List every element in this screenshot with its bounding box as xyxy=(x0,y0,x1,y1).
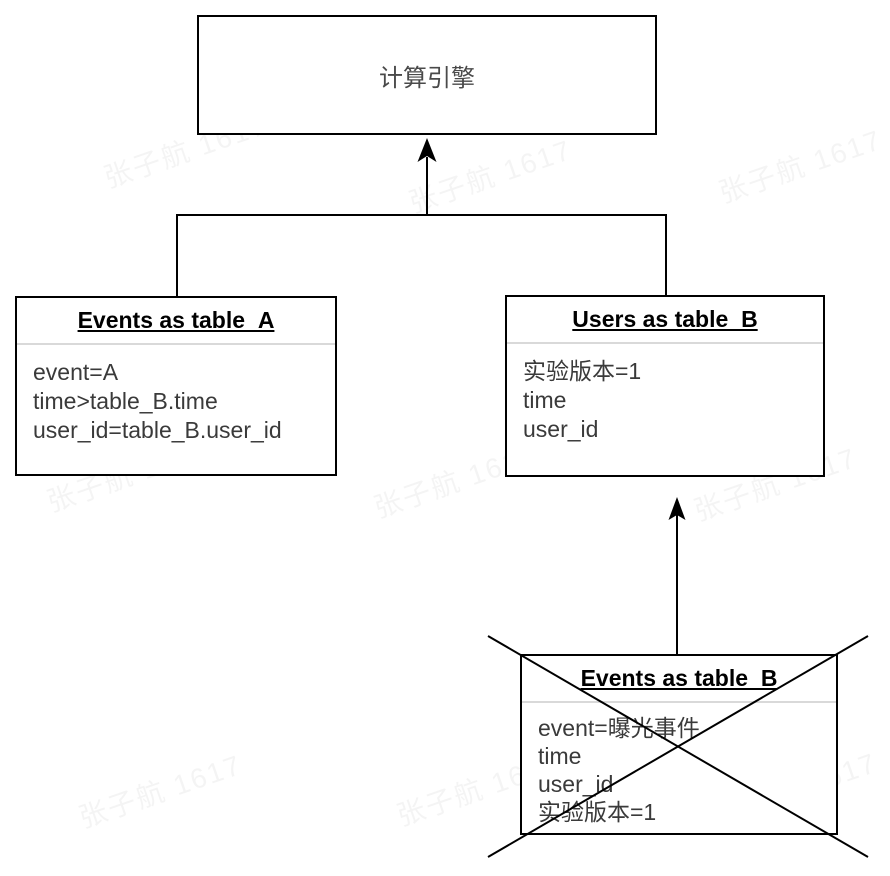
arrow-to-engine-head-icon xyxy=(417,138,437,162)
table-a-row: time>table_B.time xyxy=(33,388,218,414)
table-a-row: user_id=table_B.user_id xyxy=(33,417,282,443)
events-b-title: Events as table_B xyxy=(522,656,836,703)
arrow-to-users-head-icon xyxy=(668,497,686,520)
events-b-row: user_id xyxy=(538,771,614,797)
watermark: 张子航 1617 xyxy=(73,743,247,836)
engine-box: 计算引擎 xyxy=(197,15,657,135)
users-b-box: Users as table_B 实验版本=1 time user_id xyxy=(505,295,825,477)
table-a-title: Events as table_A xyxy=(17,298,335,345)
table-a-body: event=A time>table_B.time user_id=table_… xyxy=(17,345,335,445)
watermark: 张子航 1617 xyxy=(713,118,887,211)
table-a-box: Events as table_A event=A time>table_B.t… xyxy=(15,296,337,476)
events-b-row: event=曝光事件 xyxy=(538,715,700,741)
users-b-title: Users as table_B xyxy=(507,297,823,344)
engine-box-title: 计算引擎 xyxy=(379,64,475,92)
events-b-row: 实验版本=1 xyxy=(538,799,657,825)
users-b-row: time xyxy=(523,387,567,413)
watermark: 张子航 1617 xyxy=(403,128,577,221)
events-b-body: event=曝光事件 time user_id 实验版本=1 xyxy=(522,703,836,826)
users-b-row: user_id xyxy=(523,416,599,442)
events-b-box: Events as table_B event=曝光事件 time user_i… xyxy=(520,654,838,835)
users-b-row: 实验版本=1 xyxy=(523,358,642,384)
users-b-body: 实验版本=1 time user_id xyxy=(507,344,823,444)
events-b-row: time xyxy=(538,743,582,769)
table-a-row: event=A xyxy=(33,359,119,385)
